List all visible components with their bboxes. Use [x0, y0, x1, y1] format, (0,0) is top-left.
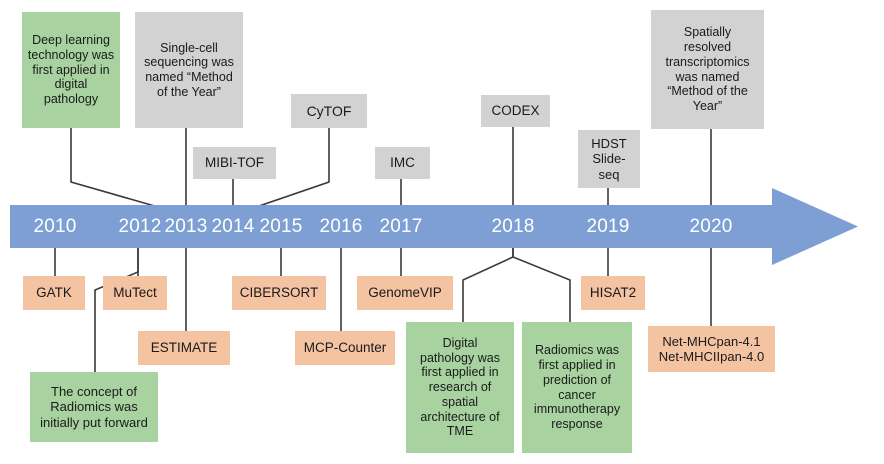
box-radiomics-concept: The concept of Radiomics was initially p… — [30, 372, 158, 442]
year-label-2019: 2019 — [586, 216, 630, 237]
box-digital-pathology-spatial-tme: Digital pathology was first applied in r… — [406, 322, 514, 453]
connector-cytof-to-2014 — [232, 128, 330, 216]
box-hisat2: HISAT2 — [581, 276, 645, 310]
box-deep-learning-digital-pathology: Deep learning technology was first appli… — [22, 12, 120, 128]
connector-deep-learning-to-2013 — [70, 128, 187, 216]
timeline-arrow-shape — [10, 188, 858, 265]
box-single-cell-sequencing-method-of-the-year: Single-cell sequencing was named “Method… — [135, 12, 243, 128]
box-codex: CODEX — [481, 95, 550, 127]
box-mcp-counter: MCP-Counter — [295, 331, 395, 365]
box-radiomics-immunotherapy-prediction: Radiomics was first applied in predictio… — [522, 322, 632, 453]
box-mutect: MuTect — [103, 276, 167, 310]
box-estimate: ESTIMATE — [138, 331, 230, 365]
box-genomevip: GenomeVIP — [357, 276, 453, 310]
box-mibi-tof: MIBI-TOF — [193, 147, 276, 179]
box-spatially-resolved-transcriptomics-method-of-the-year: Spatially resolved transcriptomics was n… — [651, 10, 764, 129]
year-label-2014: 2014 — [211, 216, 255, 237]
box-net-mhcpan: Net-MHCpan-4.1 Net-MHCIIpan-4.0 — [648, 326, 775, 372]
box-cytof: CyTOF — [291, 94, 367, 128]
connector-2018-to-radiomics-immuno — [512, 248, 571, 322]
box-cibersort: CIBERSORT — [232, 276, 326, 310]
year-label-2015: 2015 — [259, 216, 303, 237]
year-label-2010: 2010 — [33, 216, 77, 237]
box-gatk: GATK — [23, 276, 85, 310]
year-label-2013: 2013 — [164, 216, 208, 237]
year-label-2018: 2018 — [491, 216, 535, 237]
year-label-2017: 2017 — [379, 216, 423, 237]
box-imc: IMC — [375, 147, 430, 179]
box-hdst-slide-seq: HDST Slide- seq — [578, 130, 640, 188]
year-label-2012: 2012 — [118, 216, 162, 237]
year-label-2016: 2016 — [319, 216, 363, 237]
year-label-2020: 2020 — [689, 216, 733, 237]
